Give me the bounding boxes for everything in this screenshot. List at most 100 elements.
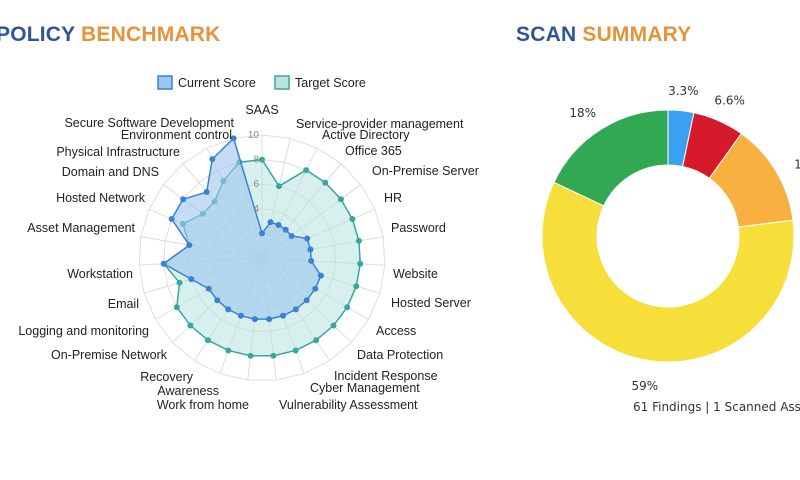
radar-tick-label: 6 bbox=[253, 179, 259, 190]
radar-label-saas: SAAS bbox=[245, 103, 278, 117]
radar-point-target-score bbox=[204, 337, 211, 344]
radar-point-current-score bbox=[225, 306, 232, 313]
radar-label-domain-and-dns: Domain and DNS bbox=[62, 165, 159, 179]
policy-benchmark-title-part2: BENCHMARK bbox=[81, 23, 221, 46]
radar-point-target-score bbox=[176, 279, 183, 286]
scan-summary-title-part2: SUMMARY bbox=[582, 23, 692, 46]
donut-slice-labels: 3.3% 6.6% 13.1% 59% 18% bbox=[569, 84, 800, 393]
radar-label-data-protection: Data Protection bbox=[357, 348, 443, 362]
radar-point-current-score bbox=[186, 242, 193, 249]
radar-point-target-score bbox=[292, 347, 299, 354]
scan-summary-title-part1: SCAN bbox=[516, 23, 577, 46]
radar-point-current-score bbox=[214, 297, 221, 304]
radar-point-current-score bbox=[275, 222, 282, 229]
donut-slice-59 bbox=[541, 181, 795, 363]
radar-point-current-score bbox=[160, 260, 167, 267]
radar-point-current-score bbox=[280, 312, 287, 319]
donut-label: 3.3% bbox=[668, 84, 699, 98]
radar-label-environment-control: Environment control bbox=[121, 128, 232, 142]
radar-point-target-score bbox=[303, 167, 310, 174]
radar-legend[interactable]: Current Score Target Score bbox=[157, 75, 366, 90]
donut-chart: 3.3% 6.6% 13.1% 59% 18% 61 Findings | 1 Scan… bbox=[541, 84, 800, 414]
radar-point-target-score bbox=[225, 347, 232, 354]
radar-point-current-score bbox=[188, 276, 195, 283]
legend-label: Target Score bbox=[295, 76, 366, 90]
radar-grid-ring bbox=[138, 134, 386, 381]
radar-point-current-score bbox=[267, 219, 274, 226]
radar-tick-labels: 4 6 8 10 bbox=[248, 130, 260, 215]
radar-label-hr: HR bbox=[384, 191, 402, 205]
radar-point-target-score bbox=[259, 156, 265, 163]
radar-point-current-score bbox=[292, 306, 299, 313]
radar-point-current-score bbox=[282, 226, 289, 233]
radar-label-asset-management: Asset Management bbox=[27, 221, 135, 235]
radar-point-current-score bbox=[168, 216, 175, 223]
radar-point-current-score bbox=[205, 285, 212, 292]
radar-label-email: Email bbox=[108, 297, 139, 311]
donut-label: 6.6% bbox=[714, 94, 745, 108]
radar-point-current-score bbox=[266, 316, 273, 323]
radar-point-target-score bbox=[313, 337, 320, 344]
radar-label-recovery: Recovery bbox=[140, 370, 194, 384]
radar-point-current-score bbox=[312, 285, 319, 292]
radar-label-vulnerability-assessment: Vulnerability Assessment bbox=[279, 398, 418, 412]
radar-tick-label: 10 bbox=[248, 130, 260, 141]
donut-label: 18% bbox=[569, 106, 596, 120]
radar-point-target-score bbox=[357, 260, 364, 267]
radar-label-cyber-management: Cyber Management bbox=[310, 381, 420, 395]
radar-point-target-score bbox=[187, 322, 194, 329]
radar-point-current-score bbox=[230, 135, 237, 142]
radar-series-current-score bbox=[160, 135, 324, 323]
radar-tick-label: 4 bbox=[253, 204, 259, 215]
radar-point-target-score bbox=[337, 196, 344, 203]
radar-label-access: Access bbox=[376, 324, 416, 338]
radar-point-current-score bbox=[308, 257, 315, 264]
legend-item-target-score[interactable]: Target Score bbox=[274, 75, 366, 90]
radar-point-target-score bbox=[270, 352, 277, 359]
scan-summary-footer: 61 Findings | 1 Scanned Assets bbox=[633, 400, 800, 414]
radar-label-office-365: Office 365 bbox=[345, 144, 402, 158]
radar-series-layer bbox=[160, 135, 364, 359]
radar-point-target-score bbox=[247, 352, 254, 359]
radar-point-current-score bbox=[209, 156, 216, 163]
radar-point-current-score bbox=[180, 196, 187, 203]
radar-label-website: Website bbox=[393, 267, 438, 281]
radar-label-hosted-server: Hosted Server bbox=[391, 296, 471, 310]
radar-label-secure-software-development: Secure Software Development bbox=[64, 116, 234, 130]
radar-point-target-score bbox=[330, 322, 337, 329]
radar-point-target-score bbox=[355, 237, 362, 244]
radar-area-current-score bbox=[162, 136, 322, 320]
radar-label-password: Password bbox=[391, 221, 446, 235]
radar-point-target-score bbox=[276, 183, 283, 190]
radar-label-active-directory: Active Directory bbox=[322, 128, 410, 142]
radar-label-incident-response: Incident Response bbox=[334, 369, 438, 383]
radar-tick-label: 8 bbox=[253, 155, 259, 166]
donut-label: 59% bbox=[632, 379, 659, 393]
legend-swatch bbox=[274, 75, 290, 90]
radar-point-current-score bbox=[237, 312, 244, 319]
radar-point-target-score bbox=[353, 283, 360, 290]
legend-label: Current Score bbox=[178, 76, 256, 90]
radar-point-target-score bbox=[349, 216, 356, 223]
radar-point-current-score bbox=[317, 272, 324, 279]
radar-label-logging-and-monitoring: Logging and monitoring bbox=[18, 324, 149, 338]
radar-point-current-score bbox=[251, 316, 258, 323]
policy-benchmark-title-part1: POLICY bbox=[0, 23, 75, 46]
donut-label: 13.1% bbox=[794, 157, 800, 171]
donut-slice-18 bbox=[553, 109, 669, 207]
legend-swatch bbox=[157, 75, 173, 90]
radar-label-hosted-network: Hosted Network bbox=[56, 191, 146, 205]
radar-point-current-score bbox=[307, 246, 314, 253]
scan-summary-title: SCAN SUMMARY bbox=[516, 23, 691, 47]
radar-point-target-score bbox=[322, 179, 329, 186]
legend-item-current-score[interactable]: Current Score bbox=[157, 75, 256, 90]
radar-point-current-score bbox=[304, 235, 311, 242]
donut-slices bbox=[541, 109, 795, 363]
radar-label-on-premise-network: On-Premise Network bbox=[51, 348, 168, 362]
radar-label-on-premise-server: On-Premise Server bbox=[372, 164, 479, 178]
radar-label-workstation: Workstation bbox=[67, 267, 133, 281]
radar-point-current-score bbox=[203, 189, 210, 196]
